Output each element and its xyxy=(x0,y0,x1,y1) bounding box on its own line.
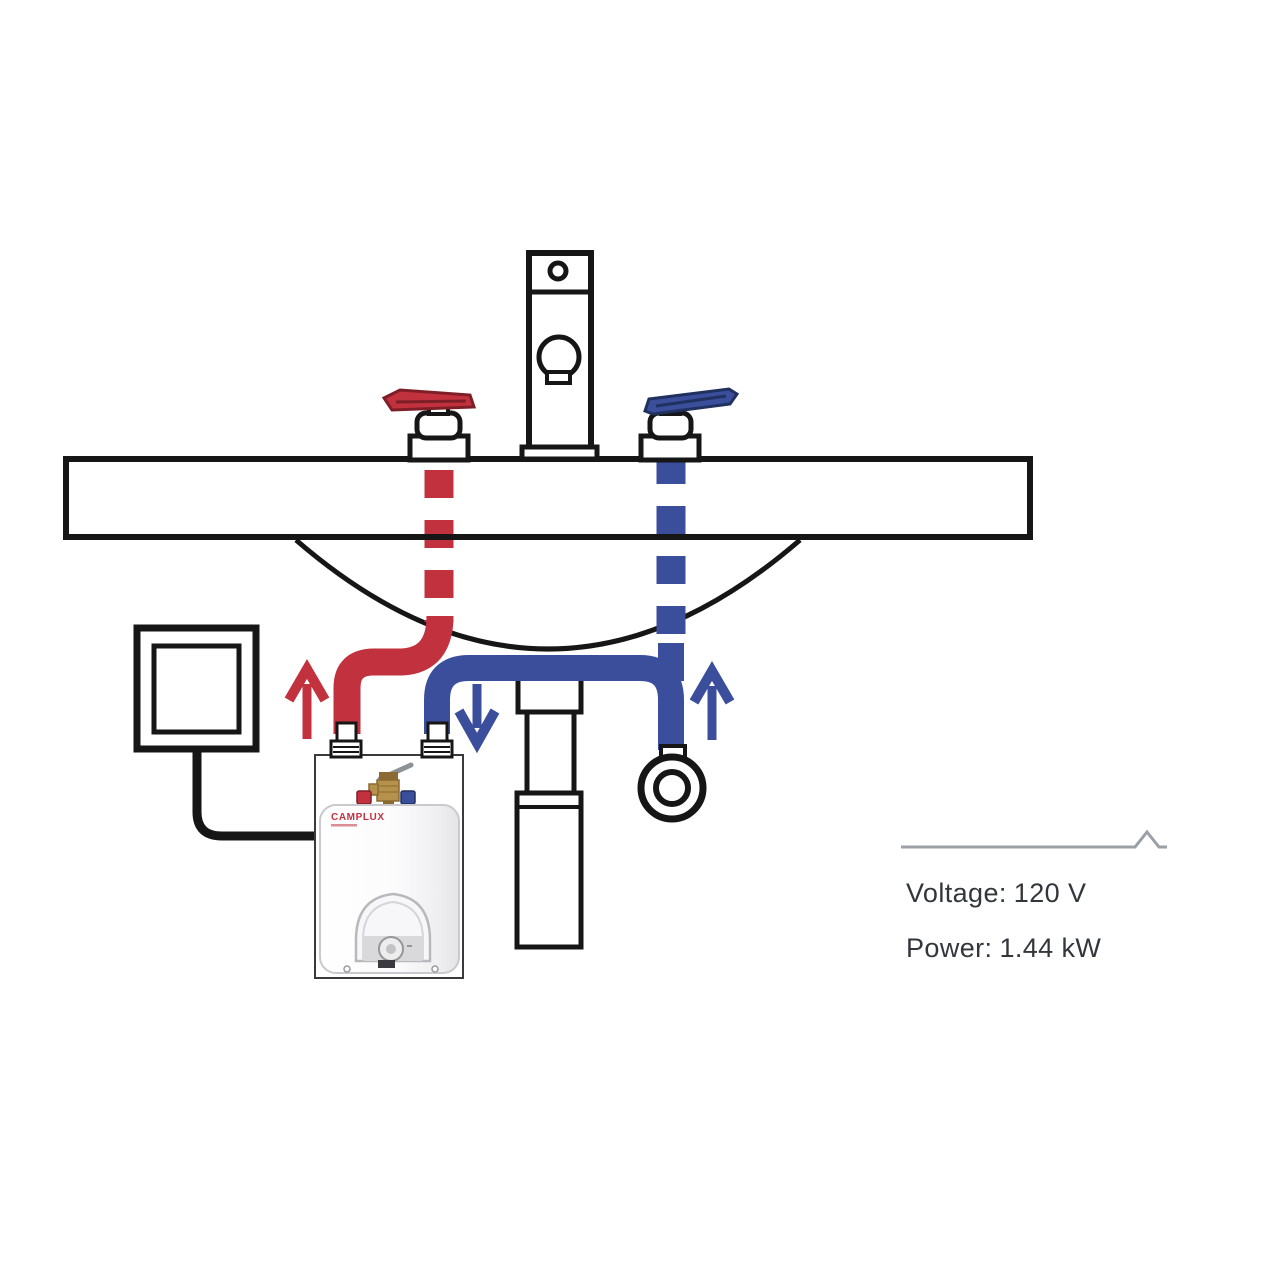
power-value: 1.44 kW xyxy=(999,933,1102,963)
callout-line xyxy=(901,829,1167,849)
power-label: Power: xyxy=(906,933,993,963)
cold-water-pipe xyxy=(424,655,684,750)
heater-brand-logo: CAMPLUX xyxy=(331,812,385,823)
drain-tailpiece xyxy=(514,790,584,950)
heater-hot-outlet-fitting xyxy=(329,721,363,759)
cold-flow-arrow-down xyxy=(454,684,500,754)
relief-valve-body xyxy=(376,779,400,802)
heater-foot-left xyxy=(343,965,351,973)
hot-valve-handle xyxy=(381,388,477,412)
cold-water-valve xyxy=(638,387,740,463)
spec-voltage: Voltage: 120 V xyxy=(906,878,1101,909)
spec-text-block: Voltage: 120 V Power: 1.44 kW xyxy=(906,878,1101,988)
relief-valve-port xyxy=(368,783,379,796)
sink-counter xyxy=(63,456,1033,540)
cold-valve-handle-line xyxy=(655,394,727,408)
hot-water-pipe xyxy=(333,615,454,734)
faucet xyxy=(519,250,600,462)
cold-up-arrow-head xyxy=(689,661,735,705)
connector-ring-inner xyxy=(653,769,691,807)
hot-arrow-head xyxy=(284,659,330,703)
faucet-top-hole xyxy=(547,260,569,282)
relief-valve-cap xyxy=(379,772,398,780)
drain-tube xyxy=(524,709,577,796)
thermostat-dial-center xyxy=(386,944,396,954)
cold-port-cap xyxy=(400,790,416,805)
cold-valve-bonnet xyxy=(647,410,694,441)
water-heater: CAMPLUX xyxy=(314,721,464,979)
hot-port-cap xyxy=(356,790,372,805)
water-supply-connector xyxy=(637,744,707,823)
cold-flow-arrow-up xyxy=(689,661,735,740)
hot-valve-bonnet xyxy=(414,410,463,441)
hot-flow-arrow-up xyxy=(284,659,330,739)
spec-power: Power: 1.44 kW xyxy=(906,933,1101,964)
hot-water-valve xyxy=(381,388,477,463)
faucet-spout-outlet xyxy=(545,370,572,385)
heater-cold-inlet-fitting xyxy=(420,721,454,759)
faucet-base xyxy=(519,444,600,462)
sink-basin xyxy=(294,538,802,652)
drain-pipe xyxy=(514,669,584,950)
voltage-label: Voltage: xyxy=(906,878,1007,908)
power-cable xyxy=(192,749,321,841)
hot-valve-handle-line xyxy=(395,399,467,404)
heater-logo-tagline xyxy=(331,824,357,827)
thermostat-label-plate xyxy=(378,960,395,968)
outlet-inner-frame xyxy=(151,643,242,735)
electrical-outlet xyxy=(133,624,260,753)
heater-foot-right xyxy=(431,965,439,973)
voltage-value: 120 V xyxy=(1013,878,1087,908)
heater-front-cover-inner-line xyxy=(362,900,424,958)
cold-down-arrow-head xyxy=(454,708,500,754)
